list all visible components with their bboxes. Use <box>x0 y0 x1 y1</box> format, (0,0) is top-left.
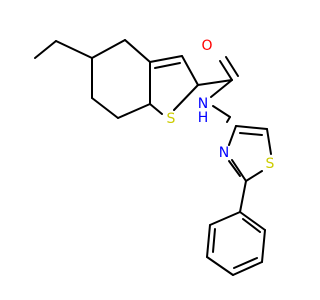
bond-amide-n-ch2 <box>212 105 231 118</box>
bond-thiazole-c4-c5-inner <box>239 132 263 136</box>
bond-thiophene-c3-c2 <box>181 55 199 86</box>
bond-thiazole-s-c2 <box>245 170 263 182</box>
structure-canvas: O N H S N S <box>34 38 275 276</box>
bond-phenyl-6 <box>209 211 241 226</box>
atom-label-thiazole-sulfur: S <box>266 156 275 172</box>
bond-amide-c2-carbonyl <box>197 79 233 86</box>
bond-thiazole-n-c4 <box>228 125 237 146</box>
bond-thiazole-phenyl <box>239 180 247 213</box>
bond-thiophene-c3a-c3 <box>149 55 183 63</box>
bond-ring-c6-c7 <box>91 97 119 119</box>
bond-thiophene-c3a-c3-inner <box>154 62 181 69</box>
bond-phenyl-inner-2 <box>233 257 258 269</box>
atom-label-amide-nitrogen: N <box>198 96 208 112</box>
bond-phenyl-inner-3 <box>212 228 216 253</box>
bond-phenyl-2 <box>261 229 266 263</box>
bond-phenyl-inner-1 <box>242 218 261 233</box>
bond-thiophene-c2-s <box>173 84 199 111</box>
bond-amide-co-1 <box>219 60 233 81</box>
bond-thiophene-s-c7a <box>149 103 163 115</box>
bond-thiazole-c4-c5 <box>235 125 268 130</box>
bond-thiazole-c2-n <box>231 159 247 182</box>
bond-amide-co-2 <box>225 56 239 77</box>
bond-ethyl-inner <box>55 40 93 59</box>
atom-label-amide-hydrogen: H <box>198 110 209 126</box>
bond-ethyl-terminal <box>34 40 57 59</box>
bond-ring-c4-c3a <box>124 39 151 63</box>
bond-ring-c5-c4 <box>91 39 126 59</box>
bond-ring-c7-c7a <box>117 103 151 119</box>
bond-amide-c-n <box>210 79 233 98</box>
bond-phenyl-4 <box>206 256 234 276</box>
atom-label-thiophene-sulfur: S <box>167 111 176 127</box>
bond-thiazole-c2-n-inner <box>228 160 241 177</box>
bond-phenyl-5 <box>206 224 211 258</box>
bond-thiazole-c5-s <box>266 128 272 155</box>
bond-ch2-thiazole <box>226 116 231 123</box>
atom-label-thiazole-nitrogen: N <box>219 145 229 161</box>
molecule-diagram: O N H S N S <box>34 38 275 276</box>
bond-phenyl-1 <box>239 211 266 231</box>
atom-label-oxygen: O <box>201 38 212 54</box>
bond-phenyl-3 <box>232 261 263 276</box>
